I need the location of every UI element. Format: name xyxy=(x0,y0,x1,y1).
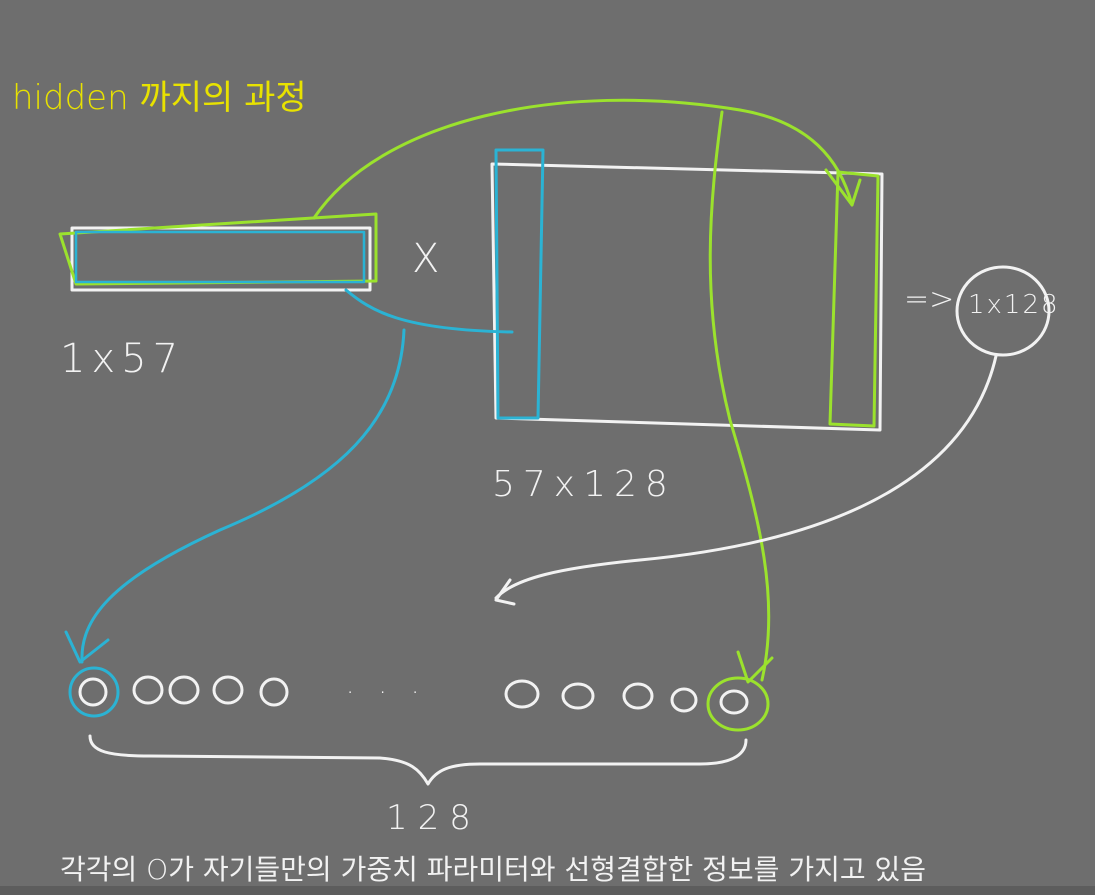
multiply-sign: X xyxy=(412,236,440,282)
node-5 xyxy=(259,677,289,707)
node-1-cyan-highlight xyxy=(68,666,120,718)
node-4 xyxy=(212,675,244,705)
result-circle xyxy=(955,265,1051,357)
node-127 xyxy=(670,687,698,713)
green-arc-top xyxy=(312,98,854,220)
node-3 xyxy=(168,675,200,705)
weight-matrix-last-column xyxy=(828,170,880,428)
result-down-curve xyxy=(494,354,998,600)
input-vector-green-outline xyxy=(58,212,378,286)
green-down-line-arrowhead xyxy=(736,650,774,684)
weight-matrix-first-column xyxy=(494,148,545,420)
input-vector-cyan-outline xyxy=(74,230,366,284)
nodes-ellipsis: . . . xyxy=(346,670,428,700)
green-down-line xyxy=(708,110,771,682)
node-1 xyxy=(78,677,108,707)
cyan-link xyxy=(344,288,514,334)
node-124 xyxy=(504,679,540,709)
cyan-down-curve xyxy=(80,328,406,664)
node-128 xyxy=(719,689,749,715)
explanation-caption: 각각의 O가 자기들만의 가중치 파라미터와 선형결합한 정보를 가지고 있음 xyxy=(60,853,927,886)
node-brace xyxy=(88,734,748,786)
page-title: hidden 까지의 과정 xyxy=(12,78,307,118)
bottom-edge-bar xyxy=(0,886,1095,895)
node-126 xyxy=(622,682,654,710)
cyan-down-arrowhead xyxy=(64,630,110,664)
weight-matrix-box xyxy=(490,162,884,432)
result-down-arrowhead xyxy=(494,578,516,606)
neuron-count-label: 128 xyxy=(386,798,481,838)
node-125 xyxy=(561,682,595,710)
input-vector-dimension-label: 1x57 xyxy=(60,336,185,382)
node-128-green-highlight xyxy=(706,676,770,732)
input-vector-box xyxy=(70,226,372,292)
implies-arrow: => xyxy=(904,282,955,317)
weight-matrix-dimension-label: 57x128 xyxy=(492,464,676,505)
node-2 xyxy=(132,675,164,705)
green-arc-arrowhead xyxy=(824,168,862,207)
result-dimension-label: 1x128 xyxy=(968,290,1060,320)
